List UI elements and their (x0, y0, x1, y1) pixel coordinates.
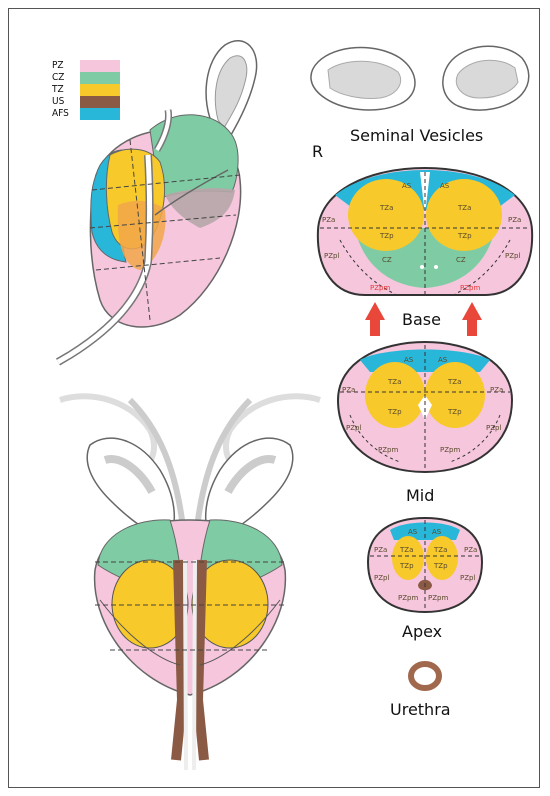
arrow-left (365, 302, 385, 336)
label-pzpm-right: PZpm (428, 594, 448, 602)
legend-item-pz: PZ (52, 60, 120, 72)
legend-swatch-cz (80, 72, 120, 84)
caption-mid: Mid (406, 486, 434, 505)
legend-label: PZ (52, 60, 80, 72)
legend-item-afs: AFS (52, 108, 120, 120)
label-pzpm-left: PZpm (398, 594, 418, 602)
label-tzp-right: TZp (457, 232, 472, 240)
label-afs-left: AS (402, 182, 412, 190)
mid-axial-section: AS AS TZa TZa TZp TZp PZa PZa PZpl PZpl … (338, 342, 512, 472)
label-pzpl-right: PZpl (460, 574, 475, 582)
label-afs-right: AS (438, 356, 448, 364)
label-afs-right: AS (432, 528, 442, 536)
urethra-ring (411, 664, 439, 688)
legend-label: CZ (52, 72, 80, 84)
label-pzpl-left: PZpl (346, 424, 361, 432)
label-pzpl-right: PZpl (486, 424, 501, 432)
coronal-view (60, 396, 320, 770)
caption-seminal-vesicles: Seminal Vesicles (350, 126, 483, 145)
label-pzpm-left: PZpm (378, 446, 398, 454)
label-tza-left: TZa (387, 378, 401, 386)
label-tza-right: TZa (447, 378, 461, 386)
label-tza-right: TZa (457, 204, 471, 212)
label-pzpm-right: PZpm (460, 284, 480, 292)
label-pza-left: PZa (374, 546, 387, 554)
label-tzp-right: TZp (433, 562, 448, 570)
seminal-vesicles-section (311, 46, 529, 110)
label-pza-left: PZa (322, 216, 335, 224)
label-tzp-left: TZp (399, 562, 414, 570)
arrow-right (462, 302, 482, 336)
zone-legend: PZ CZ TZ US AFS (52, 60, 120, 120)
label-tzp-left: TZp (379, 232, 394, 240)
legend-swatch-afs (80, 108, 120, 120)
legend-swatch-pz (80, 60, 120, 72)
label-tzp-left: TZp (387, 408, 402, 416)
legend-swatch-tz (80, 84, 120, 96)
legend-label: US (52, 96, 80, 108)
legend-swatch-us (80, 96, 120, 108)
label-tza-left: TZa (399, 546, 413, 554)
label-pza-left: PZa (342, 386, 355, 394)
caption-right-marker: R (312, 142, 323, 161)
caption-urethra: Urethra (390, 700, 451, 719)
label-pzpl-left: PZpl (374, 574, 389, 582)
label-afs-right: AS (440, 182, 450, 190)
legend-item-cz: CZ (52, 72, 120, 84)
legend-item-us: US (52, 96, 120, 108)
label-pzpl-right: PZpl (505, 252, 520, 260)
label-pza-right: PZa (508, 216, 521, 224)
label-pzpm-left: PZpm (370, 284, 390, 292)
base-axial-section: AS AS TZa TZa TZp TZp PZa PZa PZpl PZpl … (318, 168, 532, 295)
label-pzpl-left: PZpl (324, 252, 339, 260)
label-tza-left: TZa (379, 204, 393, 212)
label-pzpm-right: PZpm (440, 446, 460, 454)
label-afs-left: AS (408, 528, 418, 536)
caption-base: Base (402, 310, 441, 329)
caption-apex: Apex (402, 622, 442, 641)
legend-label: AFS (52, 108, 80, 120)
apex-axial-section: AS AS TZa TZa TZp TZp PZa PZa PZpl PZpl … (368, 518, 482, 612)
label-pza-right: PZa (464, 546, 477, 554)
label-afs-left: AS (404, 356, 414, 364)
label-cz-right: CZ (456, 256, 466, 264)
legend-item-tz: TZ (52, 84, 120, 96)
label-tzp-right: TZp (447, 408, 462, 416)
legend-label: TZ (52, 84, 80, 96)
label-pza-right: PZa (490, 386, 503, 394)
label-cz-left: CZ (382, 256, 392, 264)
label-tza-right: TZa (433, 546, 447, 554)
